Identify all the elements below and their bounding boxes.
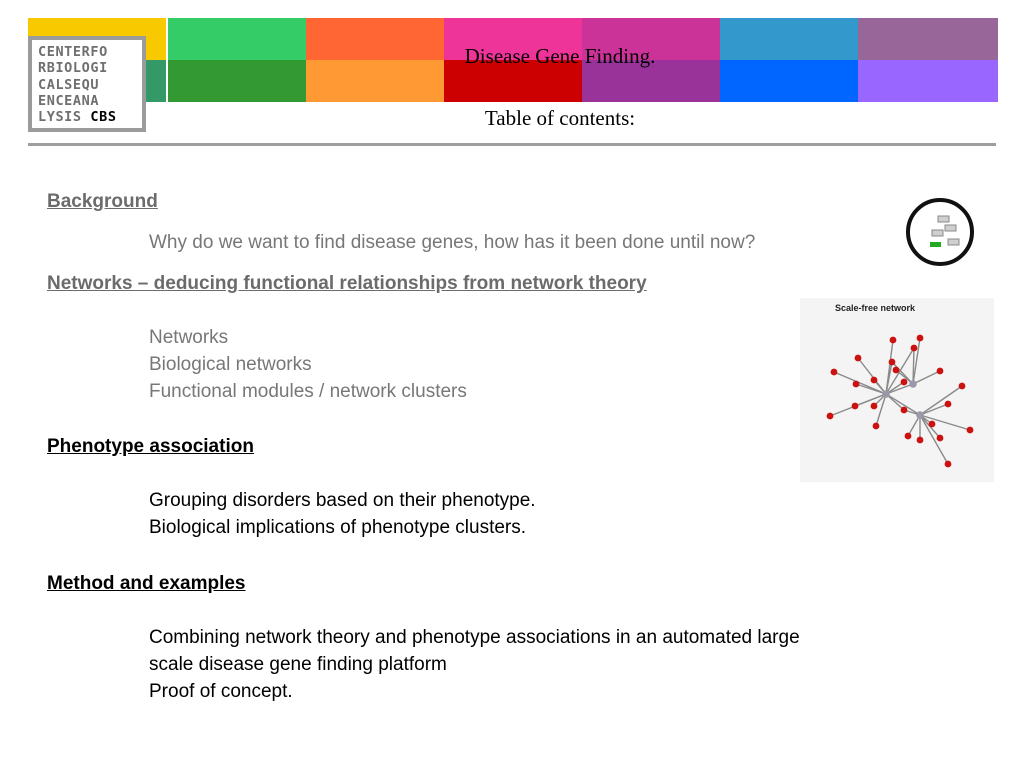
logo-line-5: LYSIS CBS <box>38 109 117 125</box>
network-edge <box>919 414 949 465</box>
banner-cell <box>582 18 720 60</box>
banner-cell <box>306 18 444 60</box>
network-node <box>916 334 924 342</box>
banner-cell <box>306 60 444 102</box>
header-divider <box>28 143 996 146</box>
network-modules-icon <box>906 198 974 266</box>
slide-subtitle: Table of contents: <box>484 106 636 130</box>
network-node <box>966 426 974 434</box>
slide-title: Disease Gene Finding. <box>464 44 656 68</box>
network-hub <box>909 380 917 388</box>
network-node <box>900 378 908 386</box>
network-node <box>944 400 952 408</box>
section-item: Combining network theory and phenotype a… <box>149 627 800 648</box>
network-node <box>888 358 896 366</box>
network-node <box>958 382 966 390</box>
network-edge <box>912 347 915 385</box>
network-node <box>900 406 908 414</box>
network-edge <box>919 403 949 416</box>
network-edge <box>885 393 921 416</box>
section-heading-method: Method and examples <box>47 573 246 594</box>
network-hub <box>916 411 924 419</box>
scale-free-network-figure: Scale-free network <box>800 298 994 482</box>
network-node <box>892 366 900 374</box>
section-item: Proof of concept. <box>149 681 293 702</box>
network-node <box>826 412 834 420</box>
network-node <box>904 432 912 440</box>
section-heading-networks: Networks – deducing functional relations… <box>47 273 647 294</box>
section-heading-phenotype: Phenotype association <box>47 436 254 457</box>
network-node <box>830 368 838 376</box>
banner-cell <box>582 60 720 102</box>
network-node <box>852 380 860 388</box>
network-node <box>870 376 878 384</box>
network-edge <box>875 393 887 427</box>
network-node <box>944 460 952 468</box>
section-item: Functional modules / network clusters <box>149 381 467 402</box>
cbs-logo: CENTERFO RBIOLOGI CALSEQU ENCEANA LYSIS … <box>28 36 146 132</box>
network-edge <box>833 371 887 395</box>
banner-cell <box>858 18 998 60</box>
logo-line-5-text: LYSIS <box>38 109 82 125</box>
network-edge <box>885 383 914 395</box>
network-edge <box>912 337 921 385</box>
figure-title: Scale-free network <box>835 303 916 313</box>
banner-cell <box>168 18 306 60</box>
network-graph <box>826 334 974 468</box>
banner-cell <box>444 60 582 102</box>
network-edge <box>891 361 914 385</box>
section-item: Biological networks <box>149 354 312 375</box>
logo-line-1: CENTERFO <box>38 44 108 60</box>
logo-line-2: RBIOLOGI <box>38 60 108 76</box>
section-item: Why do we want to find disease genes, ho… <box>149 232 756 253</box>
section-item: scale disease gene finding platform <box>149 654 447 675</box>
network-hub <box>882 390 890 398</box>
network-node <box>872 422 880 430</box>
network-node <box>889 336 897 344</box>
network-node <box>870 402 878 410</box>
banner-cell <box>444 18 582 60</box>
banner-cell <box>720 60 858 102</box>
banner-cell <box>168 60 306 102</box>
network-node <box>928 420 936 428</box>
banner-cell <box>858 60 998 102</box>
network-node <box>916 436 924 444</box>
network-edge <box>885 361 893 395</box>
network-node <box>936 434 944 442</box>
banner-cell <box>720 18 858 60</box>
network-node <box>854 354 862 362</box>
logo-cbs: CBS <box>90 109 117 125</box>
network-edge <box>907 414 921 437</box>
section-item: Networks <box>149 327 229 348</box>
network-node <box>936 367 944 375</box>
section-item: Biological implications of phenotype clu… <box>149 517 527 538</box>
network-edge <box>855 383 887 395</box>
section-item: Grouping disorders based on their phenot… <box>149 490 536 511</box>
network-edge <box>919 414 971 431</box>
network-node <box>910 344 918 352</box>
logo-line-4: ENCEANA <box>38 93 100 109</box>
network-edge <box>912 370 941 385</box>
network-edge <box>919 385 963 416</box>
section-heading-background: Background <box>47 191 158 212</box>
network-node <box>851 402 859 410</box>
logo-line-3: CALSEQU <box>38 77 100 93</box>
